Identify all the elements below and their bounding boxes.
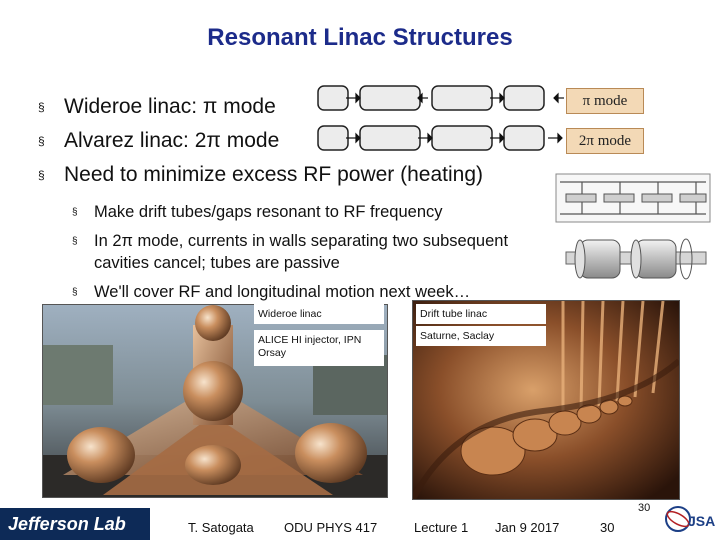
footer-page-number: 30 — [600, 520, 615, 535]
alvarez-structure-sketch — [555, 173, 711, 223]
wideroe-caption-top: Wideroe linac — [254, 304, 384, 324]
jefferson-lab-logo: Jefferson Lab — [0, 508, 150, 540]
bullet-list: § Wideroe linac: π mode § Alvarez linac:… — [38, 90, 558, 306]
drift-tube-sketch — [565, 238, 707, 280]
footer-page-number-small: 30 — [638, 502, 651, 514]
dtl-caption-top: Drift tube linac — [416, 304, 546, 324]
bullet-text: Wideroe linac: π mode — [64, 95, 276, 118]
sub-bullet-item: § In 2π mode, currents in walls separati… — [72, 230, 549, 274]
bullet-marker: § — [72, 236, 78, 247]
footer-author: T. Satogata — [188, 520, 254, 535]
slide-title: Resonant Linac Structures — [207, 24, 513, 51]
bullet-text: Need to minimize excess RF power (heatin… — [64, 163, 483, 186]
sub-bullet-item: § We'll cover RF and longitudinal motion… — [72, 278, 549, 306]
bullet-marker: § — [38, 134, 45, 148]
footer: T. Satogata ODU PHYS 417 Lecture 1 Jan 9… — [0, 502, 720, 540]
bullet-item: § Need to minimize excess RF power (heat… — [38, 158, 558, 192]
bullet-marker: § — [72, 287, 78, 298]
footer-course: ODU PHYS 417 — [284, 520, 378, 535]
jsa-logo-text: JSA — [688, 513, 715, 529]
bullet-text: Alvarez linac: 2π mode — [64, 129, 280, 152]
footer-date: Jan 9 2017 — [495, 520, 560, 535]
logo-text: Jefferson Lab — [8, 514, 126, 534]
bullet-marker: § — [38, 100, 45, 114]
sub-bullet-text: We'll cover RF and longitudinal motion n… — [94, 283, 471, 301]
bullet-item: § Wideroe linac: π mode — [38, 90, 558, 124]
wideroe-caption-bottom: ALICE HI injector, IPN Orsay — [254, 330, 384, 366]
bullet-marker: § — [72, 207, 78, 218]
footer-lecture: Lecture 1 — [414, 520, 469, 535]
bullet-marker: § — [38, 168, 45, 182]
sub-bullet-text: Make drift tubes/gaps resonant to RF fre… — [94, 203, 443, 221]
cavity-mode-diagram — [317, 85, 564, 151]
pi-mode-arrows — [346, 92, 564, 104]
wideroe-photo-image — [43, 305, 387, 497]
wideroe-linac-photo — [42, 304, 388, 498]
bullet-item: § Alvarez linac: 2π mode — [38, 124, 558, 158]
dtl-caption-bottom: Saturne, Saclay — [416, 326, 546, 346]
sub-bullet-item: § Make drift tubes/gaps resonant to RF f… — [72, 198, 549, 226]
two-pi-mode-label: 2π mode — [566, 128, 644, 154]
two-pi-mode-arrows — [346, 132, 563, 144]
jsa-logo: JSA — [665, 506, 715, 532]
pi-mode-label: π mode — [566, 88, 644, 114]
sub-bullet-text: In 2π mode, currents in walls separating… — [94, 232, 509, 272]
two-pi-mode-row — [317, 125, 545, 151]
